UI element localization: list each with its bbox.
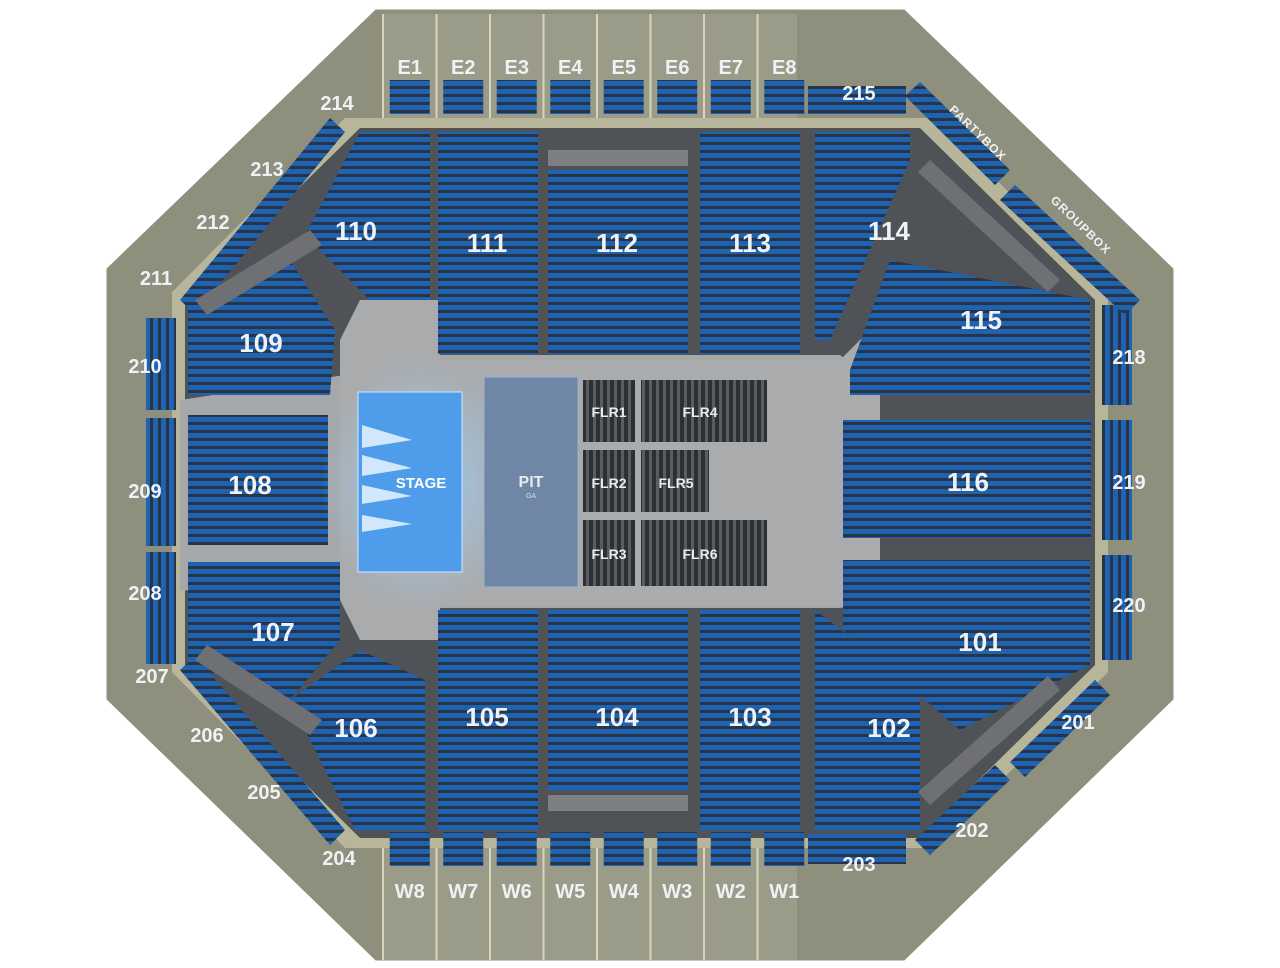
section-115[interactable]: 115 xyxy=(960,305,1002,335)
west-box-seats-w6[interactable] xyxy=(496,832,537,866)
section-215[interactable]: 215 xyxy=(842,83,875,105)
section-101[interactable]: 101 xyxy=(958,627,1001,657)
west-box-label-w8[interactable]: W8 xyxy=(395,881,425,903)
flr4-block[interactable] xyxy=(641,380,767,442)
flr2-label: FLR2 xyxy=(592,475,627,491)
section-205[interactable]: 205 xyxy=(247,782,280,804)
east-box-seats-e7[interactable] xyxy=(710,80,751,114)
east-box-label-e1[interactable]: E1 xyxy=(398,57,422,79)
east-box-label-e4[interactable]: E4 xyxy=(558,57,583,79)
west-box-seats-w3[interactable] xyxy=(657,832,698,866)
section-218[interactable]: 218 xyxy=(1112,347,1145,369)
flr3-block[interactable] xyxy=(583,520,635,586)
stage[interactable] xyxy=(357,391,463,573)
east-box-seats-e2[interactable] xyxy=(443,80,484,114)
east-box-seats-e1[interactable] xyxy=(389,80,430,114)
east-box-seats-e6[interactable] xyxy=(657,80,698,114)
section-109[interactable]: 109 xyxy=(239,328,282,358)
stage-label: STAGE xyxy=(396,475,447,492)
flr4-label: FLR4 xyxy=(683,404,718,420)
section-110[interactable]: 110 xyxy=(335,216,377,246)
section-114[interactable]: 114 xyxy=(868,216,910,246)
flr1-block[interactable] xyxy=(583,380,635,442)
east-box-seats-e5[interactable] xyxy=(603,80,644,114)
east-box-label-e8[interactable]: E8 xyxy=(772,57,796,79)
flr5-label: FLR5 xyxy=(659,475,694,491)
floor-blocks xyxy=(583,380,767,586)
east-box-label-e2[interactable]: E2 xyxy=(451,57,475,79)
section-106[interactable]: 106 xyxy=(334,713,377,743)
west-box-label-w3[interactable]: W3 xyxy=(662,881,692,903)
section-107[interactable]: 107 xyxy=(251,617,294,647)
section-203[interactable]: 203 xyxy=(842,854,875,876)
section-103[interactable]: 103 xyxy=(728,702,771,732)
section-213[interactable]: 213 xyxy=(250,159,283,181)
upper-ring-seats xyxy=(146,82,1140,864)
west-box-seats-w2[interactable] xyxy=(710,832,751,866)
east-box-label-e6[interactable]: E6 xyxy=(665,57,689,79)
section-105[interactable]: 105 xyxy=(465,702,508,732)
stage-light-beams xyxy=(362,425,412,532)
east-box-seats-e4[interactable] xyxy=(550,80,591,114)
flr6-block[interactable] xyxy=(641,520,767,586)
section-108[interactable]: 108 xyxy=(228,470,271,500)
lower-bowl-seats xyxy=(188,132,1091,830)
section-111[interactable]: 111 xyxy=(467,228,508,258)
section-209[interactable]: 209 xyxy=(128,481,161,503)
lower-section-labels: 110 111 112 113 114 115 116 101 102 103 … xyxy=(228,216,1002,743)
west-box-seats-w1[interactable] xyxy=(764,832,805,866)
flr2-block[interactable] xyxy=(583,450,635,512)
upper-section-labels: 214 215 213 212 211 210 209 208 207 206 … xyxy=(128,83,1145,876)
section-104[interactable]: 104 xyxy=(595,702,639,732)
section-201[interactable]: 201 xyxy=(1061,712,1094,734)
west-box-label-w4[interactable]: W4 xyxy=(609,881,640,903)
section-202[interactable]: 202 xyxy=(955,820,988,842)
section-113[interactable]: 113 xyxy=(729,228,771,258)
section-210[interactable]: 210 xyxy=(128,356,161,378)
east-box-label-e5[interactable]: E5 xyxy=(612,57,636,79)
section-208[interactable]: 208 xyxy=(128,583,161,605)
section-220[interactable]: 220 xyxy=(1112,595,1145,617)
section-207[interactable]: 207 xyxy=(135,666,168,688)
section-214[interactable]: 214 xyxy=(320,93,354,115)
section-102[interactable]: 102 xyxy=(867,713,910,743)
west-box-seats-w8[interactable] xyxy=(389,832,430,866)
west-box-label-w1[interactable]: W1 xyxy=(769,881,799,903)
section-204[interactable]: 204 xyxy=(322,848,356,870)
west-box-label-w7[interactable]: W7 xyxy=(448,881,478,903)
section-116[interactable]: 116 xyxy=(947,467,989,497)
section-211[interactable]: 211 xyxy=(140,268,172,290)
west-box-seats-w7[interactable] xyxy=(443,832,484,866)
section-219[interactable]: 219 xyxy=(1112,472,1145,494)
east-box-label-e7[interactable]: E7 xyxy=(719,57,743,79)
west-box-area xyxy=(383,848,797,960)
west-box-seats-w5[interactable] xyxy=(550,832,591,866)
pit-label: PIT xyxy=(519,474,544,491)
west-box-label-w2[interactable]: W2 xyxy=(716,881,746,903)
east-box-seats-e8[interactable] xyxy=(764,80,805,114)
flr5-block[interactable] xyxy=(641,450,709,512)
section-112[interactable]: 112 xyxy=(596,228,638,258)
east-box-seats-e3[interactable] xyxy=(496,80,537,114)
flr1-label: FLR1 xyxy=(592,404,627,420)
flr6-label: FLR6 xyxy=(683,546,718,562)
ada-platforms xyxy=(195,150,1060,811)
west-box-seats-w4[interactable] xyxy=(603,832,644,866)
pit-area[interactable] xyxy=(483,376,579,588)
section-206[interactable]: 206 xyxy=(190,725,223,747)
flr3-label: FLR3 xyxy=(592,546,627,562)
east-box-label-e3[interactable]: E3 xyxy=(505,57,529,79)
pit-sub-label: GA xyxy=(526,493,536,500)
west-box-label-w6[interactable]: W6 xyxy=(502,881,532,903)
west-box-label-w5[interactable]: W5 xyxy=(555,881,585,903)
section-212[interactable]: 212 xyxy=(196,212,229,234)
